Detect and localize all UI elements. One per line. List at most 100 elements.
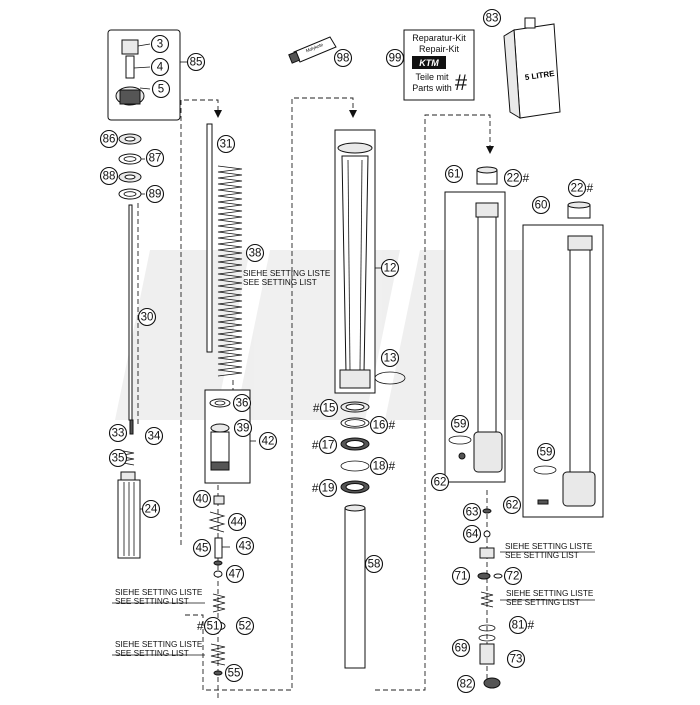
hash-layer: #########: [197, 171, 594, 633]
callout-number: 22: [571, 183, 584, 195]
repair-kit-hash: #: [312, 481, 319, 495]
callout-number: 63: [466, 507, 479, 519]
callout-89: 89: [145, 184, 165, 204]
cartridge-part: [117, 449, 143, 559]
callout-number: 60: [535, 200, 548, 212]
callout-24: 24: [141, 499, 161, 519]
callout-72: 72: [503, 566, 523, 586]
oil-can-part: 5 LITRE: [503, 17, 561, 119]
callout-number: 85: [190, 57, 203, 69]
callout-number: 87: [149, 153, 162, 165]
callout-number: 81: [512, 620, 525, 632]
callout-number: 89: [149, 189, 162, 201]
inner-tube-part: [344, 504, 368, 669]
callout-number: 82: [460, 679, 473, 691]
callout-number: 98: [337, 53, 350, 65]
callout-number: 38: [249, 248, 262, 260]
stanchion-left-box: [444, 166, 506, 483]
callout-19: 19: [318, 478, 338, 498]
callout-number: 3: [157, 39, 163, 51]
callout-number: 99: [389, 53, 402, 65]
callout-85: 85: [186, 52, 206, 72]
callout-58: 58: [364, 554, 384, 574]
callout-31: 31: [216, 134, 236, 154]
callout-number: 64: [466, 529, 479, 541]
kit-brand: KTM: [419, 58, 439, 68]
setting-note-en: SEE SETTING LIST: [115, 649, 189, 658]
callout-63: 63: [462, 502, 482, 522]
callout-number: 31: [220, 139, 233, 151]
callout-38: 38: [245, 243, 265, 263]
callout-number: 47: [229, 569, 242, 581]
tube-label: Molykote: [305, 42, 324, 54]
callout-43: 43: [235, 536, 255, 556]
washer-stack: [118, 133, 145, 200]
adjuster-small-parts: [477, 508, 595, 689]
repair-kit-hash: #: [528, 618, 535, 632]
callout-71: 71: [451, 566, 471, 586]
kit-line1: Reparatur-Kit: [412, 33, 466, 43]
lower-left-springs: [112, 593, 226, 676]
setting-note-de: SIEHE SETTING LISTE: [115, 640, 203, 649]
callout-number: 36: [236, 398, 249, 410]
repair-kit-card: Reparatur-Kit Repair-Kit KTM Teile mit P…: [403, 29, 475, 101]
callout-number: 5: [158, 84, 164, 96]
callout-number: 62: [434, 477, 447, 489]
callout-number: 33: [112, 428, 125, 440]
callout-69: 69: [451, 638, 471, 658]
callout-number: 24: [145, 504, 158, 516]
callout-number: 4: [157, 62, 164, 74]
callout-number: 43: [239, 541, 252, 553]
callout-number: 52: [239, 621, 252, 633]
kit-line2: Repair-Kit: [419, 44, 460, 54]
setting-note-en: SEE SETTING LIST: [505, 551, 579, 560]
callout-61: 61: [444, 164, 464, 184]
callout-34: 34: [144, 426, 164, 446]
valve-small-parts: [208, 495, 230, 578]
setting-note-en: SEE SETTING LIST: [506, 598, 580, 607]
repair-kit-hash: #: [523, 171, 530, 185]
callout-73: 73: [506, 649, 526, 669]
nut-part: [121, 39, 139, 55]
callout-number: 17: [322, 440, 335, 452]
callout-81: 81: [508, 615, 528, 635]
callout-number: 22: [507, 173, 520, 185]
callout-number: 30: [141, 312, 154, 324]
callout-3: 3: [150, 34, 170, 54]
callout-number: 59: [540, 447, 553, 459]
callout-98: 98: [333, 48, 353, 68]
callout-17: 17: [318, 435, 338, 455]
callout-55: 55: [224, 663, 244, 683]
callout-number: 69: [455, 643, 468, 655]
repair-kit-hash: #: [587, 181, 594, 195]
callout-51: 51: [203, 616, 223, 636]
kit-line3: Teile mit: [415, 72, 449, 82]
callout-60: 60: [531, 195, 551, 215]
callout-39: 39: [233, 418, 253, 438]
setting-note-de: SIEHE SETTING LISTE: [505, 542, 593, 551]
callout-number: 44: [231, 517, 244, 529]
callout-number: 18: [373, 461, 386, 473]
grease-tube-part: Molykote: [288, 36, 337, 64]
callout-number: 42: [262, 436, 275, 448]
callout-86: 86: [99, 129, 119, 149]
callout-35: 35: [108, 448, 128, 468]
setting-note-en: SEE SETTING LIST: [243, 278, 317, 287]
repair-kit-hash: #: [313, 401, 320, 415]
callout-52: 52: [235, 616, 255, 636]
callout-number: 71: [455, 571, 468, 583]
repair-kit-hash: #: [312, 438, 319, 452]
callout-number: 39: [237, 423, 250, 435]
callout-number: 88: [103, 171, 116, 183]
repair-kit-hash: #: [389, 418, 396, 432]
callout-number: 13: [384, 353, 397, 365]
callout-number: 35: [112, 453, 125, 465]
kit-line4: Parts with: [412, 83, 452, 93]
callout-42: 42: [258, 431, 278, 451]
setting-note-de: SIEHE SETTING LISTE: [243, 269, 331, 278]
can-label: 5 LITRE: [524, 69, 555, 82]
callout-number: 55: [228, 668, 241, 680]
